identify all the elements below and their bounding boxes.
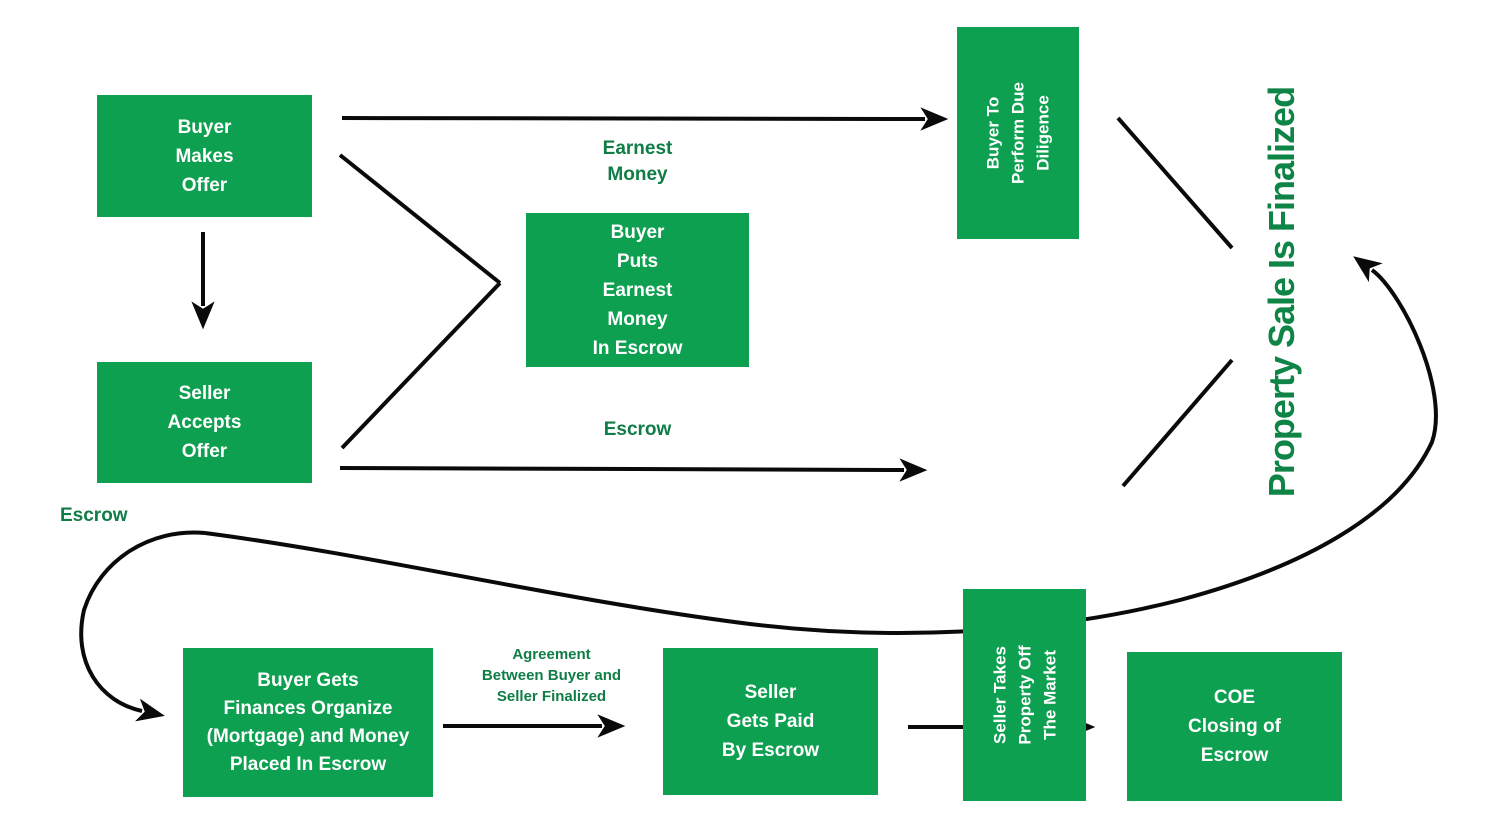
box-line: Finances Organize xyxy=(223,697,393,719)
box-line: Buyer To xyxy=(983,96,1003,170)
box-line: By Escrow xyxy=(721,740,820,761)
box-line: Diligence xyxy=(1033,95,1053,171)
label-earnest-money: Earnest Money xyxy=(560,136,715,188)
escrow-arrow xyxy=(339,458,928,482)
box-line: Seller Takes xyxy=(990,646,1009,744)
box-line: Puts xyxy=(616,250,659,272)
box-line: Placed In Escrow xyxy=(229,753,387,775)
finalized-swoosh-arrow xyxy=(204,256,1438,635)
earnest-money-arrow xyxy=(341,107,949,131)
box-line: Offer xyxy=(181,174,228,196)
box-buyer-makes-offer: Buyer Makes Offer xyxy=(97,95,312,217)
box-buyer-due-diligence: Buyer To Perform Due Diligence xyxy=(957,27,1079,239)
box-seller-takes-property-off-market: Seller Takes Property Off The Market xyxy=(963,589,1086,801)
box-line: Seller xyxy=(178,383,231,404)
escrow-curl-arrow xyxy=(79,530,206,722)
box-line: Money xyxy=(607,308,668,330)
box-closing-of-escrow: COE Closing of Escrow xyxy=(1127,652,1342,801)
box-buyer-puts-earnest-money: Buyer Puts Earnest Money In Escrow xyxy=(526,213,749,367)
box-line: Closing of xyxy=(1188,716,1281,737)
chevron-upper-line xyxy=(338,153,502,285)
label-line: Money xyxy=(607,164,668,185)
chevron-lower-line xyxy=(340,281,502,450)
title-property-sale-finalized: Property Sale Is Finalized xyxy=(1261,86,1302,498)
box-seller-accepts-offer: Seller Accepts Offer xyxy=(97,362,312,483)
diligence-to-finalized-line xyxy=(1116,116,1234,250)
box-line: In Escrow xyxy=(592,337,683,359)
box-line: Buyer Gets xyxy=(257,669,359,691)
box-buyer-gets-finances: Buyer Gets Finances Organize (Mortgage) … xyxy=(183,648,433,797)
box-line: Offer xyxy=(181,441,228,462)
label-escrow-middle: Escrow xyxy=(603,419,672,440)
box-line: Earnest xyxy=(602,279,673,301)
box-seller-gets-paid: Seller Gets Paid By Escrow xyxy=(663,648,878,795)
box-line: Makes xyxy=(175,145,234,167)
box-line: Perform Due xyxy=(1008,81,1028,185)
box-line: Escrow xyxy=(1200,745,1269,766)
box-line: (Mortgage) and Money xyxy=(206,725,410,747)
label-line: Seller Finalized xyxy=(496,688,607,705)
box-line: Property Off xyxy=(1015,645,1034,745)
box-line: Seller xyxy=(744,682,797,703)
label-escrow-left: Escrow xyxy=(60,505,128,526)
box-line: The Market xyxy=(1040,650,1059,740)
box-line: COE xyxy=(1213,687,1256,708)
market-to-finalized-line xyxy=(1121,358,1234,488)
label-agreement-finalized: Agreement Between Buyer and Seller Final… xyxy=(444,644,659,707)
label-line: Agreement xyxy=(512,646,591,663)
label-line: Earnest xyxy=(602,138,673,159)
label-line: Between Buyer and xyxy=(481,667,622,684)
box-line: Gets Paid xyxy=(726,711,815,732)
box-line: Buyer xyxy=(610,221,665,243)
box-line: Accepts xyxy=(167,412,242,433)
box-line: Buyer xyxy=(177,116,232,138)
